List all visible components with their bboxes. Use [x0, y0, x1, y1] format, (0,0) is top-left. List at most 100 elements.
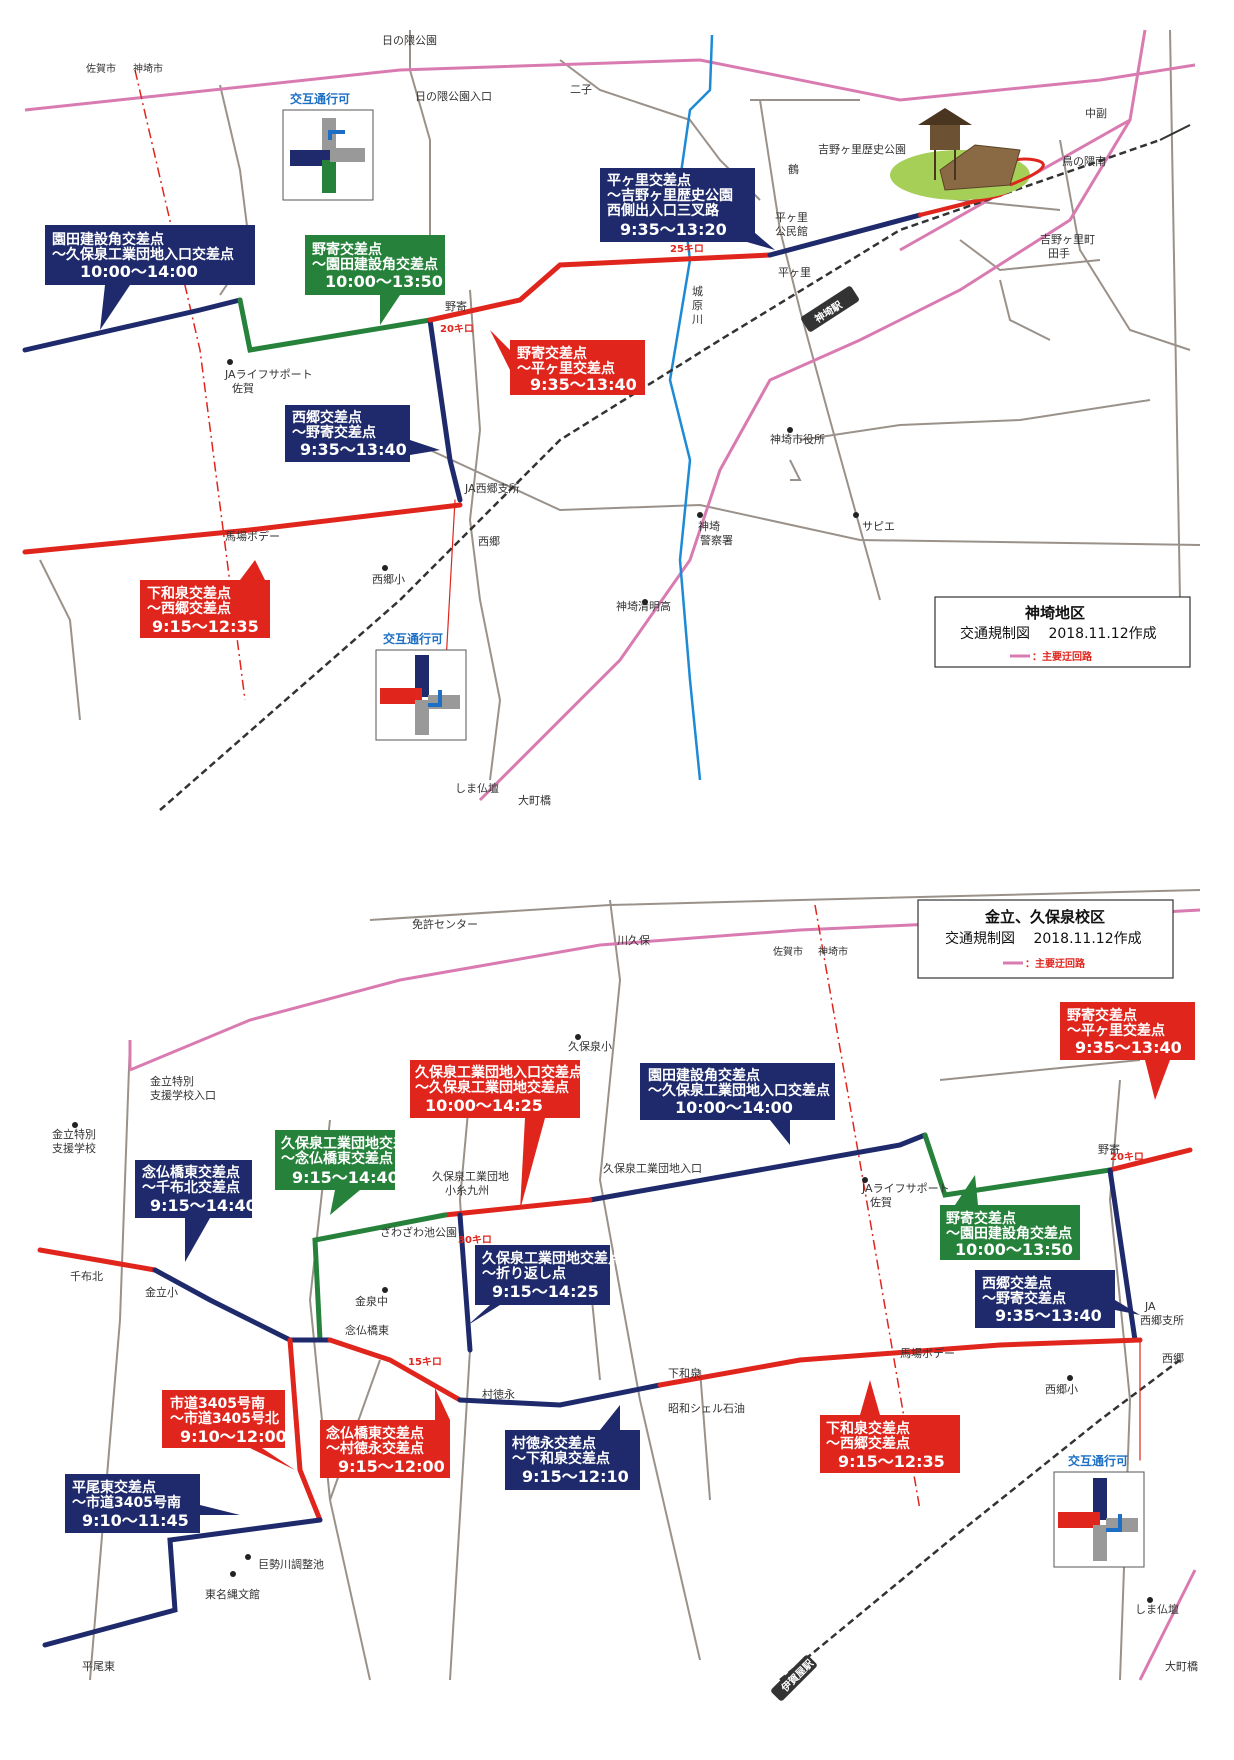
- callout: 村徳永交差点 ～下和泉交差点 9:15～12:10: [505, 1405, 640, 1490]
- callout-line: ～念仏橋東交差点: [281, 1150, 393, 1167]
- callout: 久保泉工業団地交差点 ～折り返し点 9:15～14:25: [468, 1245, 622, 1325]
- callout: 西郷交差点 ～野寄交差点 9:35～13:40: [285, 405, 440, 462]
- callout: 久保泉工業団地交差点 ～念仏橋東交差点 9:15～14:40: [275, 1130, 421, 1215]
- place-label: 平尾東: [82, 1660, 115, 1673]
- callout-time: 9:10～12:00: [180, 1427, 287, 1446]
- place-label: 金立特別: [150, 1074, 194, 1088]
- bottom-panel: 金立、久保泉校区 交通規制図 2018.11.12作成 ：主要迂回路: [917, 899, 1174, 979]
- place-label: 野寄: [445, 299, 467, 313]
- place-label: 原: [692, 299, 703, 312]
- place-label: 平ヶ里: [778, 266, 811, 279]
- callout-line: 園田建設角交差点: [648, 1067, 760, 1084]
- callout-line: ～平ヶ里交差点: [517, 360, 615, 377]
- callout-line: ～園田建設角交差点: [312, 256, 438, 273]
- callout-time: 9:35～13:40: [530, 375, 637, 394]
- place-label: 神埼市: [818, 945, 848, 958]
- callout-line: ～久保泉工業団地交差点: [415, 1079, 569, 1096]
- callout-line: 久保泉工業団地入口交差点: [414, 1064, 583, 1081]
- callout: 市道3405号南 ～市道3405号北 9:10～12:00: [162, 1390, 295, 1470]
- place-label: 佐賀市: [773, 945, 803, 958]
- callout-line: 下和泉交差点: [147, 585, 231, 602]
- bottom-course: [37, 1132, 1193, 1648]
- place-label: JA西郷支所: [464, 481, 520, 495]
- legend-label: ：主要迂回路: [1025, 957, 1086, 970]
- seg-red-shimo: [657, 1337, 1143, 1388]
- bottom-map: 30キロ 15キロ 20キロ 免許センター 川久保 佐賀市 神埼市 久保泉小 金…: [37, 889, 1201, 1701]
- panel-title: 神埼地区: [1025, 604, 1085, 622]
- seg-navy-senbu: [152, 1267, 333, 1343]
- km-mark: 20キロ: [1110, 1151, 1144, 1163]
- place-label: 佐賀: [232, 381, 254, 395]
- place-label: 平ヶ里: [775, 211, 808, 224]
- callout: 念仏橋東交差点 ～村徳永交差点 9:15～12:00: [320, 1388, 450, 1478]
- place-label: 佐賀市: [86, 62, 116, 75]
- callout: 久保泉工業団地入口交差点 ～久保泉工業団地交差点 10:00～14:25: [410, 1060, 583, 1210]
- place-label: 支援学校入口: [150, 1088, 216, 1102]
- place-label: 鶴: [788, 162, 799, 176]
- alt-box: 交互通行可: [375, 631, 467, 741]
- place-label: 西郷: [478, 534, 500, 548]
- top-roads: [39, 29, 1201, 781]
- callout: 下和泉交差点 ～西郷交差点 9:15～12:35: [820, 1380, 960, 1473]
- place-label: 西郷小: [1045, 1382, 1078, 1396]
- place-label: 公民館: [775, 224, 808, 238]
- callout-time: 9:15～14:25: [492, 1282, 599, 1301]
- callout-time: 10:00～14:25: [425, 1096, 543, 1115]
- alt-box-title: 交互通行可: [290, 91, 350, 106]
- callout-line: 野寄交差点: [312, 241, 382, 258]
- top-poi-dots: [227, 359, 859, 605]
- place-label: 鳥の隈南: [1062, 154, 1106, 168]
- seg-red-nenbutsu: [327, 1337, 463, 1403]
- seg-red-kubosen: [442, 1197, 593, 1218]
- callout-time: 9:35～13:40: [1075, 1038, 1182, 1057]
- callout-line: ～野寄交差点: [292, 424, 376, 441]
- place-label: 念仏橋東: [345, 1323, 389, 1337]
- panel-title: 金立、久保泉校区: [984, 908, 1105, 926]
- place-label: 吉野ヶ里歴史公園: [818, 143, 906, 156]
- place-label: 千布北: [70, 1270, 103, 1283]
- place-label: 西郷小: [372, 572, 405, 586]
- place-label: 警察署: [700, 533, 733, 547]
- callout-line: ～平ヶ里交差点: [1067, 1022, 1165, 1039]
- panel-subtitle: 交通規制図 2018.11.12作成: [960, 625, 1157, 642]
- seg-red-south: [22, 502, 463, 555]
- callout-line: ～野寄交差点: [982, 1290, 1066, 1307]
- panel-subtitle: 交通規制図 2018.11.12作成: [945, 930, 1142, 947]
- alt-box-title: 交互通行可: [1068, 1453, 1128, 1468]
- kanzaki-station: 神埼駅: [801, 286, 859, 332]
- callout-line: ～園田建設角交差点: [946, 1225, 1072, 1242]
- callout-time: 9:10～11:45: [82, 1511, 189, 1530]
- place-label: 大町橋: [1165, 1659, 1198, 1673]
- callout: 野寄交差点 ～平ヶ里交差点 9:35～13:40: [1060, 1002, 1195, 1100]
- place-label: 村徳永: [482, 1387, 515, 1401]
- seg-navy-hirao: [42, 1517, 323, 1648]
- callout-line: 念仏橋東交差点: [325, 1425, 424, 1442]
- callout-line: 市道3405号南: [170, 1395, 265, 1412]
- seg-red-north: [427, 252, 773, 323]
- callout-time: 9:15～12:35: [152, 617, 259, 636]
- seg-navy-turn: [457, 1212, 473, 1353]
- callout-time: 9:15～12:00: [338, 1457, 445, 1476]
- callout-line: ～久保泉工業団地入口交差点: [52, 246, 234, 263]
- seg-red-ne: [1107, 1147, 1193, 1173]
- top-panel: 神埼地区 交通規制図 2018.11.12作成 ：主要迂回路: [934, 596, 1191, 668]
- bottom-roads: [89, 889, 1201, 1681]
- place-label: JA: [1144, 1300, 1156, 1313]
- place-label: 神埼市役所: [770, 432, 825, 446]
- callout: 下和泉交差点 ～西郷交差点 9:15～12:35: [140, 560, 270, 638]
- callout-line: ～千布北交差点: [142, 1179, 240, 1196]
- top-detour: [24, 29, 1196, 802]
- callout-line: 村徳永交差点: [512, 1435, 596, 1452]
- top-course: [22, 183, 1022, 681]
- place-label: サピエ: [862, 520, 895, 533]
- place-label: 川: [692, 313, 703, 326]
- seg-green-west: [312, 1212, 448, 1343]
- callout-time: 9:15～14:40: [292, 1168, 399, 1187]
- place-label: 西郷: [1162, 1351, 1184, 1365]
- callout: 園田建設角交差点 ～久保泉工業団地入口交差点 10:00～14:00: [45, 225, 255, 330]
- place-label: 野寄: [1098, 1142, 1120, 1156]
- place-label: 金立小: [145, 1285, 178, 1299]
- callout-line: 念仏橋東交差点: [141, 1164, 240, 1181]
- place-label: しま仏壇: [455, 781, 499, 795]
